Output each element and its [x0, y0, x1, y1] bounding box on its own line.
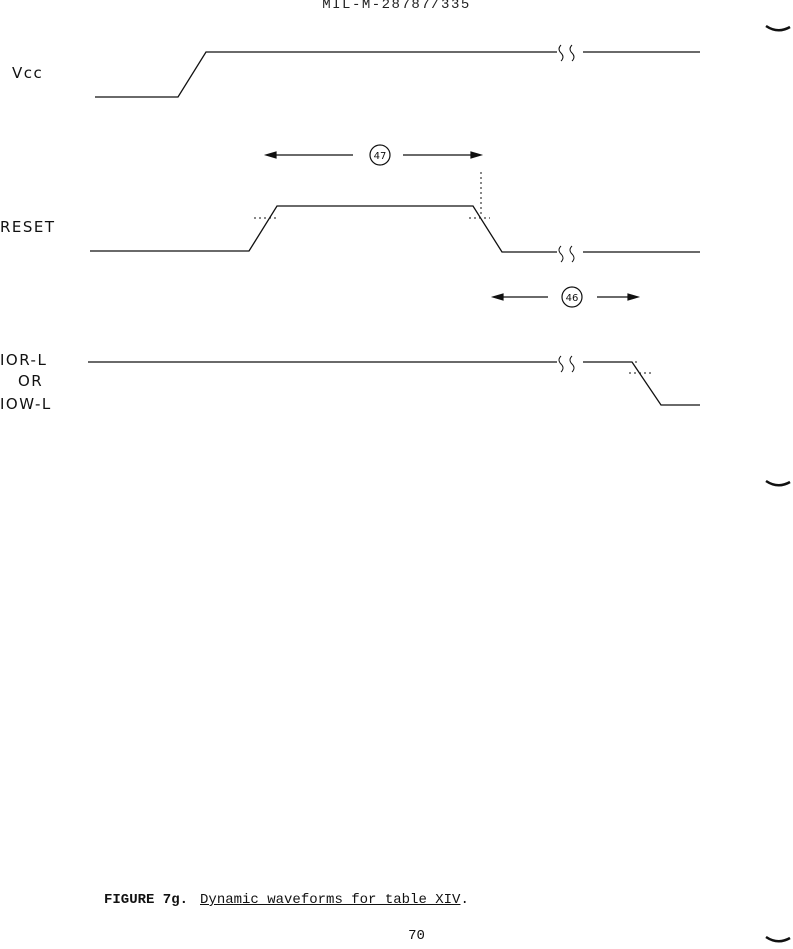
t47-circle	[369, 144, 391, 166]
document-id-header: MIL-M-28787/335	[322, 0, 471, 13]
t46-circle	[561, 286, 583, 308]
figure-title: Dynamic waveforms for table XIV	[200, 892, 461, 908]
iow-label: IOW-L	[0, 395, 52, 413]
reset-label: RESET	[0, 218, 56, 236]
binding-mark-middle	[765, 479, 791, 487]
figure-caption: FIGURE 7g. Dynamic waveforms for table XI…	[104, 892, 469, 908]
t46-label: 46	[566, 293, 579, 304]
vcc-label: Vcc	[12, 64, 44, 82]
page-number: 70	[408, 928, 425, 944]
ior-break-mark	[558, 355, 575, 373]
figure-number: FIGURE 7g.	[104, 892, 189, 908]
or-label: OR	[18, 372, 44, 390]
vcc-waveform	[95, 51, 557, 98]
t47-label: 47	[374, 151, 387, 162]
binding-mark-bottom	[765, 935, 791, 943]
vcc-break-mark	[558, 44, 575, 62]
reset-waveform	[90, 205, 557, 253]
ior-label: IOR-L	[0, 351, 48, 369]
reset-break-mark	[558, 245, 575, 263]
ior-waveform-continuation	[583, 361, 700, 406]
figure-period: .	[460, 892, 469, 908]
binding-mark-top	[765, 24, 791, 32]
